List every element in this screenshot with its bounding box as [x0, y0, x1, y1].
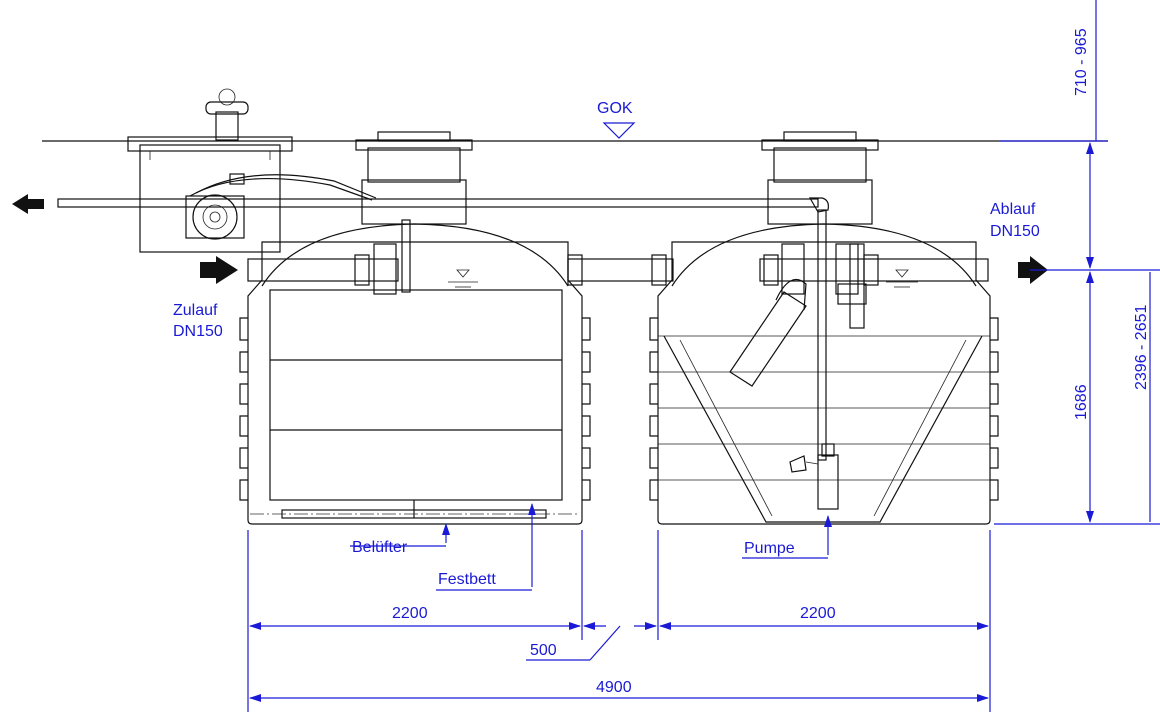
tank-2: [649, 131, 999, 525]
gok-label: GOK: [597, 100, 633, 117]
pump-leader: [742, 515, 832, 559]
vertical-dimensions: [994, 0, 1160, 525]
tank2-width-label: 2200: [800, 605, 836, 622]
outlet-dn-label: DN150: [990, 223, 1040, 240]
total-height-label: 2396 - 2651: [1133, 304, 1150, 390]
tank-1: [239, 131, 591, 525]
fixed-bed: [269, 289, 563, 501]
outlet-pipe: [759, 258, 989, 282]
inlet-dn-label: DN150: [173, 323, 223, 340]
tank-height-label: 1686: [1073, 384, 1090, 420]
aerator-label: Belüfter: [352, 539, 408, 556]
total-width-label: 4900: [596, 679, 632, 696]
horizontal-dimensions: [247, 530, 991, 712]
tank1-width-label: 2200: [392, 605, 428, 622]
gok-marker: [602, 122, 636, 139]
gap-width-label: 500: [530, 642, 557, 659]
inlet-arrow: [200, 256, 238, 284]
connecting-pipe: [567, 258, 674, 282]
fixed-bed-label: Festbett: [438, 571, 496, 588]
inlet-label: Zulauf: [173, 302, 218, 319]
cover-height-label: 710 - 965: [1073, 28, 1090, 96]
inlet-pipe: [247, 258, 399, 282]
pump: [817, 454, 839, 510]
blower-motor: [192, 194, 238, 240]
control-cabinet: [127, 88, 377, 253]
aerator-leader: [350, 523, 450, 547]
outlet-label: Ablauf: [990, 201, 1036, 218]
air-outlet-arrow: [12, 194, 44, 214]
pump-label: Pumpe: [744, 540, 795, 557]
air-pipe: [57, 198, 819, 208]
fixed-bed-leader: [436, 503, 536, 591]
